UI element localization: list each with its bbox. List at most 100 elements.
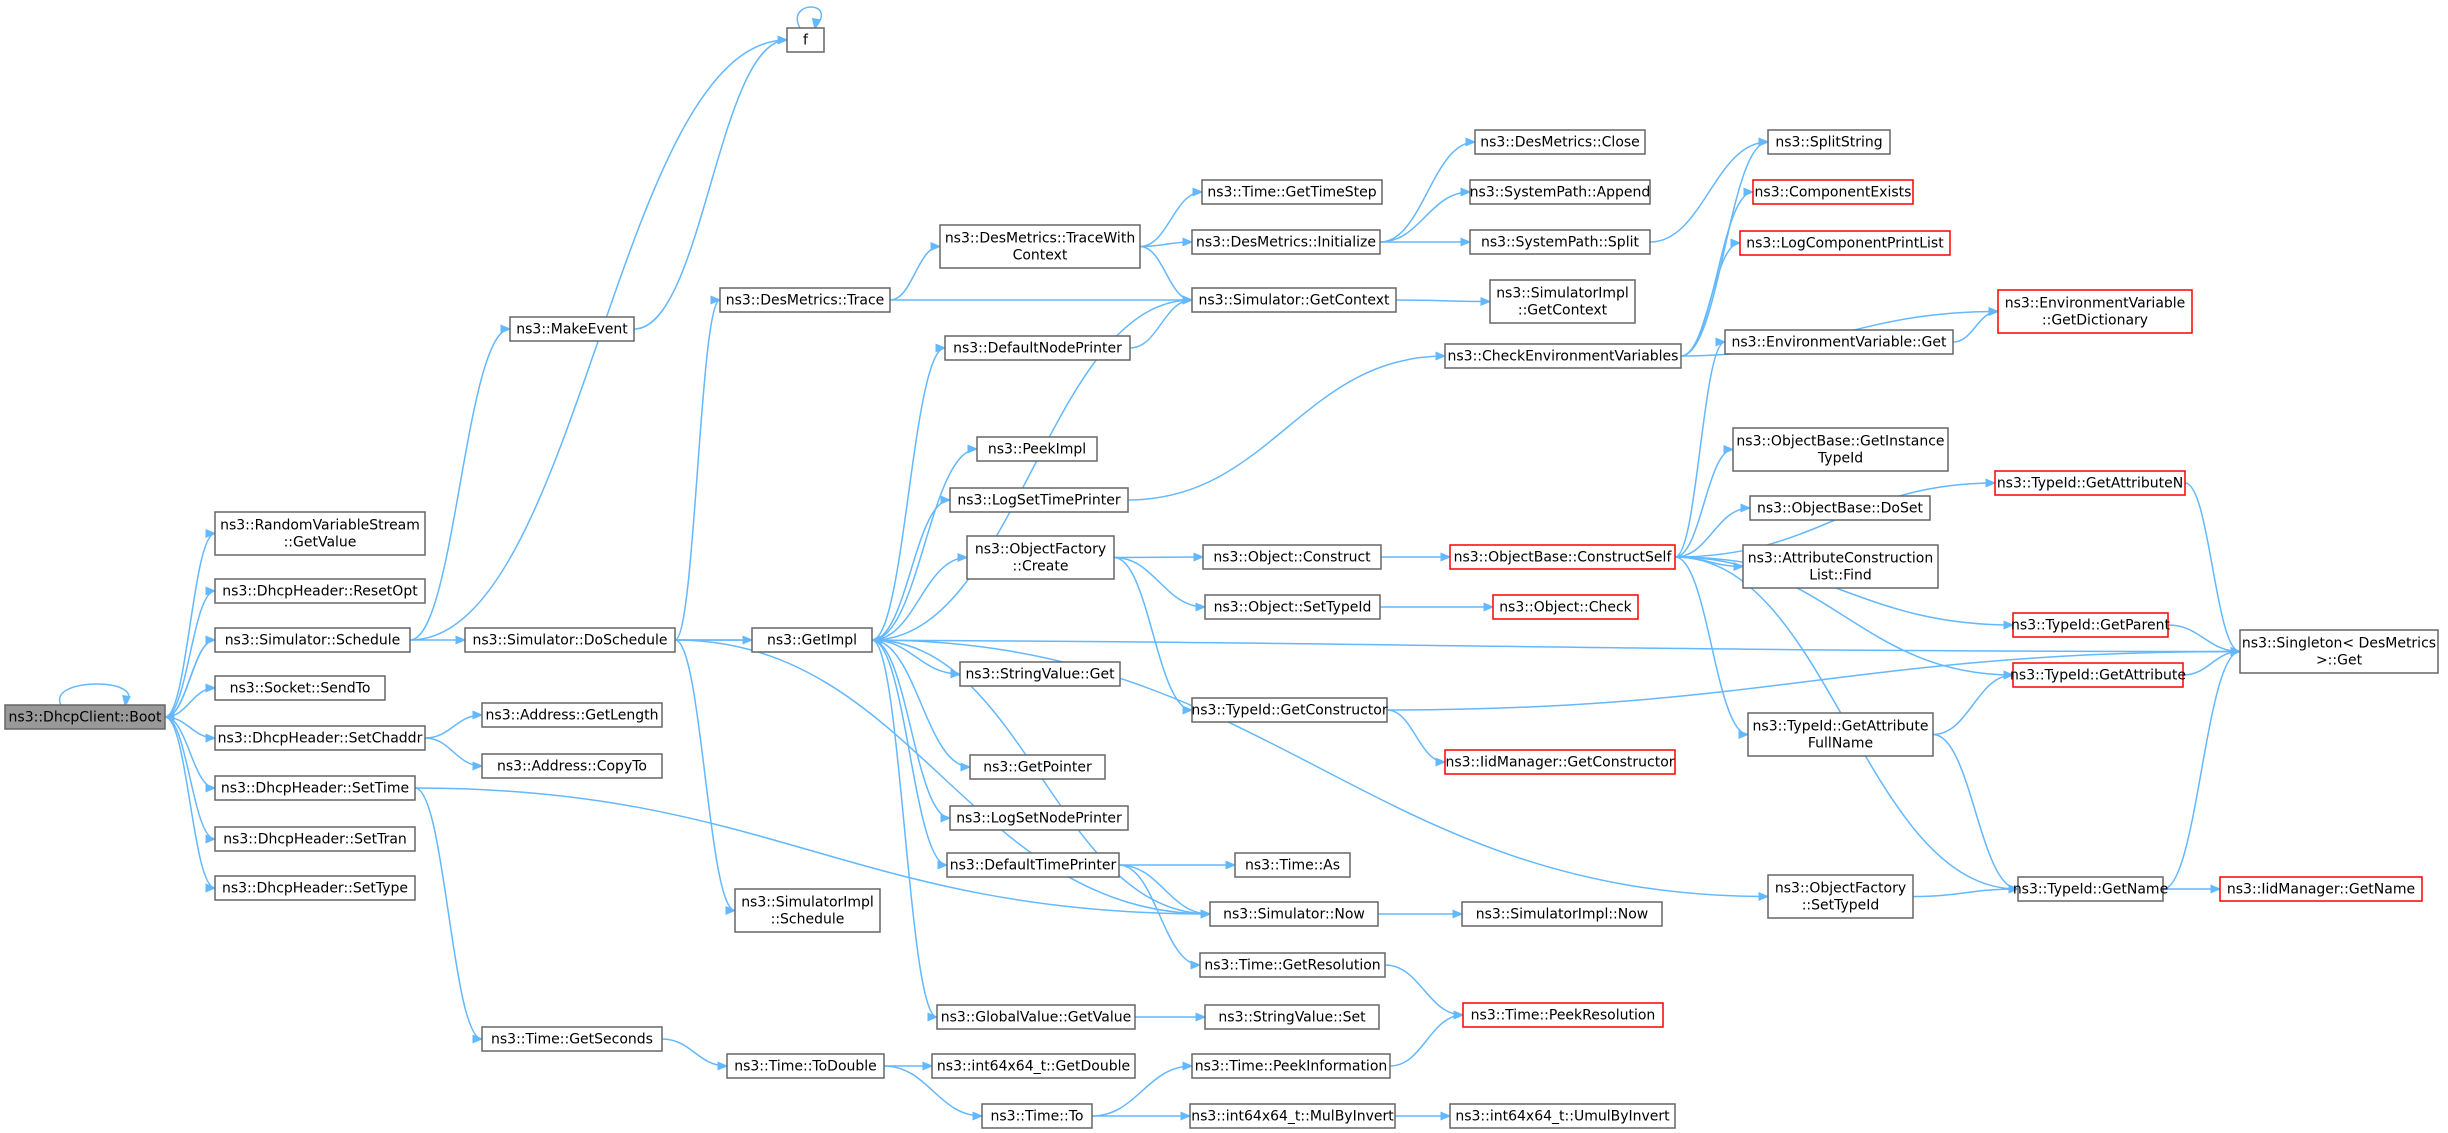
edge-doschedule-to-simimplsched	[674, 639, 736, 912]
node-getparent[interactable]: ns3::TypeId::GetParent	[2011, 612, 2170, 638]
node-box-getimpl	[751, 627, 873, 653]
node-simimplnow[interactable]: ns3::SimulatorImpl::Now	[1461, 901, 1663, 927]
node-getattribute[interactable]: ns3::TypeId::GetAttribute	[2010, 662, 2186, 688]
node-objconstruct[interactable]: ns3::Object::Construct	[1202, 544, 1382, 570]
node-label-settime: ns3::DhcpHeader::SetTime	[221, 781, 409, 797]
edge-getattrfullname-to-typeidgetname	[1932, 733, 2019, 890]
node-label-stringvalueget: ns3::StringValue::Get	[965, 667, 1115, 683]
node-settime[interactable]: ns3::DhcpHeader::SetTime	[214, 775, 416, 801]
edge-dminit-to-spappend	[1379, 191, 1471, 243]
edge-constructself-to-getattribute	[1674, 556, 2014, 676]
node-getresolution[interactable]: ns3::Time::GetResolution	[1199, 952, 1386, 978]
node-envvarget[interactable]: ns3::EnvironmentVariable::Get	[1724, 329, 1954, 355]
node-box-setchaddr	[214, 725, 426, 751]
node-settran[interactable]: ns3::DhcpHeader::SetTran	[214, 826, 416, 852]
node-box-timeto	[981, 1103, 1093, 1129]
node-dminit[interactable]: ns3::DesMetrics::Initialize	[1191, 229, 1381, 255]
node-envgetdict[interactable]: ns3::EnvironmentVariable::GetDictionary	[1997, 289, 2193, 334]
node-getimpl[interactable]: ns3::GetImpl	[751, 627, 873, 653]
node-splitstring[interactable]: ns3::SplitString	[1767, 129, 1891, 155]
node-boot[interactable]: ns3::DhcpClient::Boot	[4, 704, 166, 730]
node-label-getinstancetypeid: TypeId	[1817, 451, 1863, 467]
node-stringvalueget[interactable]: ns3::StringValue::Get	[959, 661, 1121, 687]
node-checkenv[interactable]: ns3::CheckEnvironmentVariables	[1444, 343, 1682, 369]
node-box-getlength	[481, 702, 663, 728]
node-logsettimeprinter[interactable]: ns3::LogSetTimePrinter	[949, 487, 1129, 513]
edge-checkenv-to-logcompprint	[1680, 242, 1741, 357]
node-label-getresolution: ns3::Time::GetResolution	[1204, 958, 1380, 974]
node-makeevent[interactable]: ns3::MakeEvent	[509, 316, 635, 342]
node-doset[interactable]: ns3::ObjectBase::DoSet	[1749, 495, 1931, 521]
node-logcompprint[interactable]: ns3::LogComponentPrintList	[1739, 230, 1951, 256]
node-umulbyinvert[interactable]: ns3::int64x64_t::UmulByInvert	[1449, 1103, 1676, 1129]
node-simimplsched[interactable]: ns3::SimulatorImpl::Schedule	[734, 888, 881, 933]
node-spsplit[interactable]: ns3::SystemPath::Split	[1469, 229, 1651, 255]
node-mulbyinvert[interactable]: ns3::int64x64_t::MulByInvert	[1189, 1103, 1396, 1129]
node-getdouble[interactable]: ns3::int64x64_t::GetDouble	[931, 1053, 1136, 1079]
node-getseconds[interactable]: ns3::Time::GetSeconds	[481, 1026, 663, 1052]
node-typeidgetname[interactable]: ns3::TypeId::GetName	[2013, 876, 2168, 902]
node-iidgetctor[interactable]: ns3::IidManager::GetConstructor	[1444, 749, 1676, 775]
edge-setchaddr-to-copyto	[424, 737, 483, 767]
node-timeas[interactable]: ns3::Time::As	[1234, 852, 1351, 878]
node-simgetcontext[interactable]: ns3::Simulator::GetContext	[1191, 287, 1397, 313]
edge-doschedule-to-dmtrace	[674, 299, 721, 641]
node-timeto[interactable]: ns3::Time::To	[981, 1103, 1093, 1129]
node-f[interactable]: f	[786, 27, 825, 53]
node-objcheck[interactable]: ns3::Object::Check	[1492, 594, 1639, 620]
node-label-peekres: ns3::Time::PeekResolution	[1471, 1008, 1656, 1024]
node-getpointer[interactable]: ns3::GetPointer	[969, 754, 1106, 780]
node-rvsgv[interactable]: ns3::RandomVariableStream::GetValue	[214, 511, 426, 556]
node-simimplgetctx[interactable]: ns3::SimulatorImpl::GetContext	[1489, 279, 1636, 324]
node-constructself[interactable]: ns3::ObjectBase::ConstructSelf	[1449, 544, 1676, 570]
node-spappend[interactable]: ns3::SystemPath::Append	[1469, 179, 1651, 205]
node-label-doset: ns3::ObjectBase::DoSet	[1757, 501, 1923, 517]
node-box-settran	[214, 826, 416, 852]
node-compexists[interactable]: ns3::ComponentExists	[1752, 179, 1914, 205]
node-getconstructor[interactable]: ns3::TypeId::GetConstructor	[1191, 697, 1388, 723]
node-objsettypeid[interactable]: ns3::Object::SetTypeId	[1204, 594, 1381, 620]
node-label-getimpl: ns3::GetImpl	[767, 633, 857, 649]
node-getlength[interactable]: ns3::Address::GetLength	[481, 702, 663, 728]
node-setchaddr[interactable]: ns3::DhcpHeader::SetChaddr	[214, 725, 426, 751]
node-todouble[interactable]: ns3::Time::ToDouble	[726, 1053, 885, 1079]
node-getattrn[interactable]: ns3::TypeId::GetAttributeN	[1994, 470, 2186, 496]
node-box-envgetdict	[1997, 289, 2193, 334]
node-dmclose[interactable]: ns3::DesMetrics::Close	[1474, 129, 1646, 155]
node-peekinfo[interactable]: ns3::Time::PeekInformation	[1191, 1053, 1391, 1079]
node-peekres[interactable]: ns3::Time::PeekResolution	[1462, 1002, 1664, 1028]
node-dmtrace[interactable]: ns3::DesMetrics::Trace	[719, 287, 891, 313]
node-schedule[interactable]: ns3::Simulator::Schedule	[214, 627, 411, 653]
node-peekimpl[interactable]: ns3::PeekImpl	[976, 436, 1098, 462]
node-simnow[interactable]: ns3::Simulator::Now	[1209, 901, 1379, 927]
node-box-simimplsched	[734, 888, 881, 933]
node-label-objsettypeid: ns3::Object::SetTypeId	[1214, 600, 1372, 616]
node-label-getparent: ns3::TypeId::GetParent	[2011, 618, 2170, 634]
node-stringvalueset[interactable]: ns3::StringValue::Set	[1204, 1004, 1380, 1030]
node-box-globalvalueget	[936, 1004, 1136, 1030]
node-singletonget[interactable]: ns3::Singleton< DesMetrics>::Get	[2239, 629, 2439, 674]
node-resetopt[interactable]: ns3::DhcpHeader::ResetOpt	[214, 578, 426, 604]
node-label-objfactsettypeid: ::SetTypeId	[1802, 898, 1880, 914]
node-settype[interactable]: ns3::DhcpHeader::SetType	[214, 875, 416, 901]
node-label-settype: ns3::DhcpHeader::SetType	[222, 881, 408, 897]
node-box-constructself	[1449, 544, 1676, 570]
node-globalvalueget[interactable]: ns3::GlobalValue::GetValue	[936, 1004, 1136, 1030]
node-deftimeprinter[interactable]: ns3::DefaultTimePrinter	[946, 852, 1120, 878]
node-logsetnodeprinter[interactable]: ns3::LogSetNodePrinter	[949, 805, 1129, 831]
node-defnodeprinter[interactable]: ns3::DefaultNodePrinter	[944, 335, 1131, 361]
node-gettimestep[interactable]: ns3::Time::GetTimeStep	[1201, 179, 1383, 205]
node-objfactsettypeid[interactable]: ns3::ObjectFactory::SetTypeId	[1767, 874, 1914, 919]
node-copyto[interactable]: ns3::Address::CopyTo	[481, 753, 663, 779]
node-iidgetname[interactable]: ns3::IidManager::GetName	[2219, 876, 2423, 902]
node-objfactcreate[interactable]: ns3::ObjectFactory::Create	[966, 535, 1115, 580]
node-doschedule[interactable]: ns3::Simulator::DoSchedule	[464, 627, 676, 653]
node-sendto[interactable]: ns3::Socket::SendTo	[214, 675, 386, 701]
call-nodes: ns3::DhcpClient::Boot ns3::RandomVariable…	[4, 27, 2439, 1129]
edge-checkenv-to-logcompprint-arrowhead	[1730, 238, 1742, 248]
